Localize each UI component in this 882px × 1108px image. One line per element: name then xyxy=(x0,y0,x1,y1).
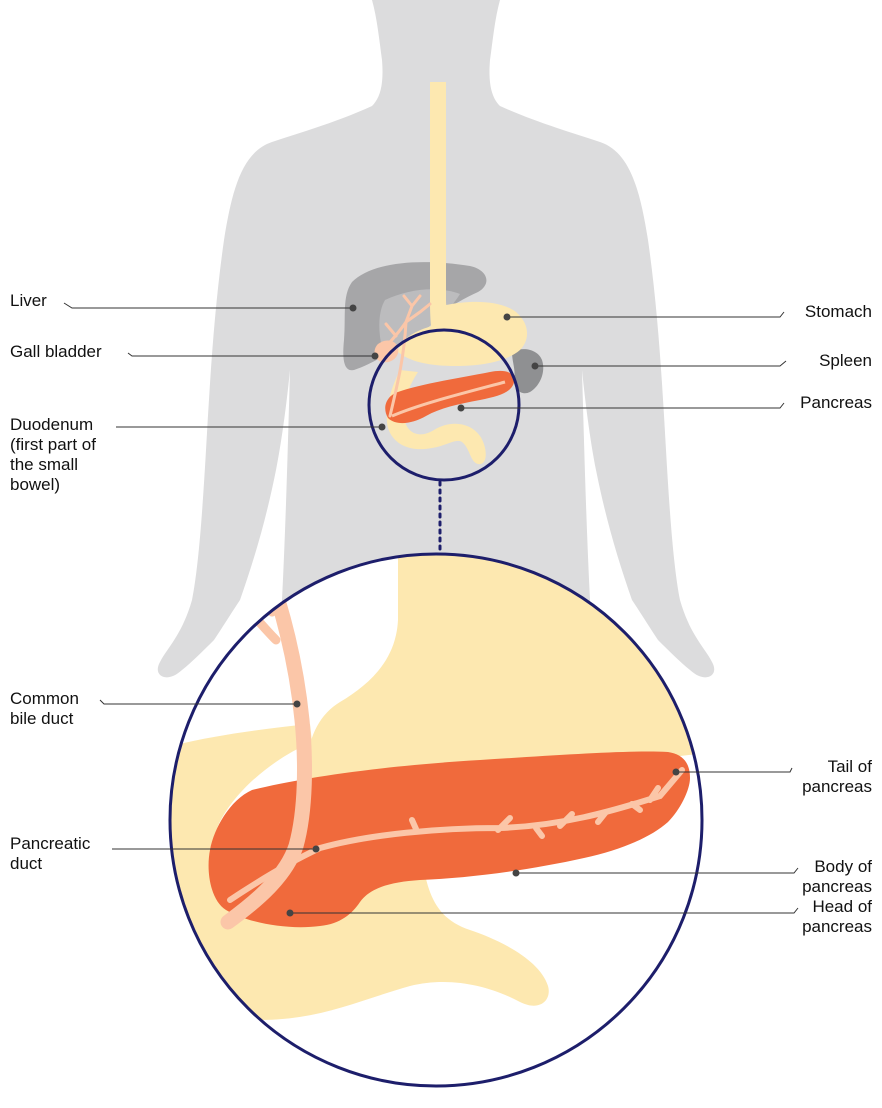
label-tail-of-pancreas: Tail of pancreas xyxy=(802,757,872,797)
dot-gall-bladder xyxy=(372,353,379,360)
dot-duodenum xyxy=(379,424,386,431)
label-gall-bladder: Gall bladder xyxy=(10,342,102,362)
label-common-bile-duct: Common bile duct xyxy=(10,689,79,729)
label-spleen: Spleen xyxy=(819,351,872,371)
label-body-of-pancreas: Body of pancreas xyxy=(802,857,872,897)
label-head-of-pancreas: Head of pancreas xyxy=(802,897,872,937)
dot-body-of-pancreas xyxy=(513,870,520,877)
dot-spleen xyxy=(532,363,539,370)
dot-stomach xyxy=(504,314,511,321)
dot-pancreas xyxy=(458,405,465,412)
dot-tail-of-pancreas xyxy=(673,769,680,776)
dot-head-of-pancreas xyxy=(287,910,294,917)
label-pancreas: Pancreas xyxy=(800,393,872,413)
label-stomach: Stomach xyxy=(805,302,872,322)
label-duodenum: Duodenum (first part of the small bowel) xyxy=(10,415,96,495)
dot-common-bile-duct xyxy=(294,701,301,708)
dot-pancreatic-duct xyxy=(313,846,320,853)
label-pancreatic-duct: Pancreatic duct xyxy=(10,834,90,874)
label-liver: Liver xyxy=(10,291,47,311)
dot-liver xyxy=(350,305,357,312)
